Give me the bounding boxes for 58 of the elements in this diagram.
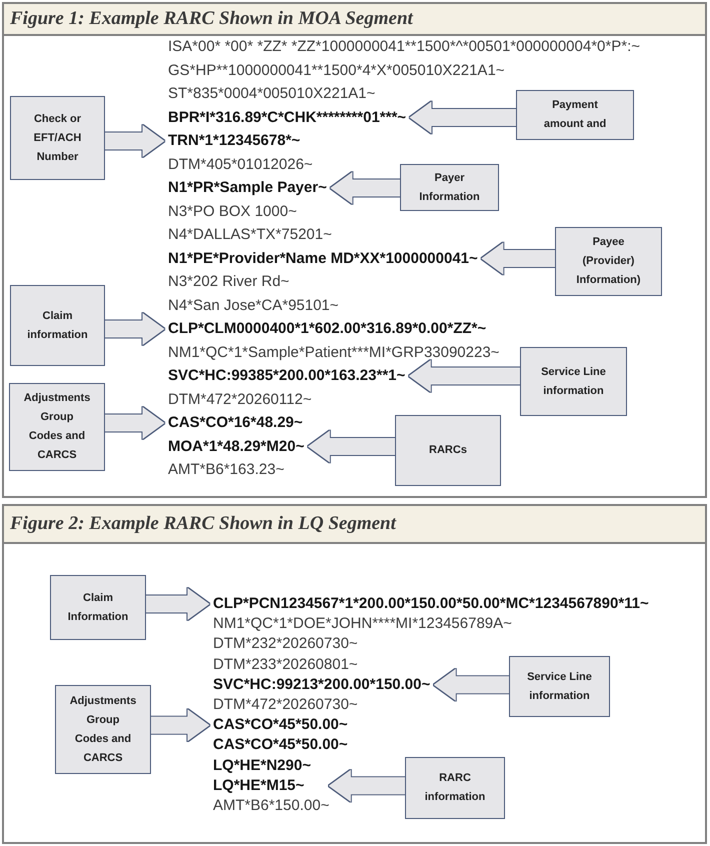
code-line: BPR*I*316.89*C*CHK********01***~: [168, 108, 406, 126]
block-arrow: [410, 102, 516, 134]
code-line: CAS*CO*45*50.00~: [213, 716, 348, 734]
code-line: LQ*HE*N290~: [213, 756, 311, 775]
code-line: N3*PO BOX 1000~: [168, 202, 297, 220]
code-line: MOA*1*48.29*M20~: [168, 438, 304, 456]
block-arrow: [481, 242, 555, 274]
code-line: CLP*PCN1234567*1*200.00*150.00*50.00*MC*1234567890*11~: [213, 595, 649, 613]
code-line: DTM*405*01012026~: [168, 156, 313, 174]
code-line: AMT*B6*150.00~: [213, 797, 330, 815]
callout-box: Claim Information: [50, 575, 146, 640]
block-arrow: [146, 588, 210, 620]
callout-box: Adjustments Group Codes and CARCS: [9, 383, 105, 471]
code-line: N4*San Jose*CA*95101~: [168, 296, 339, 314]
callout-box: Check or EFT/ACH Number: [10, 96, 105, 180]
callout-box: Payee (Provider) Information): [555, 227, 662, 296]
code-line: TRN*1*12345678*~: [168, 132, 300, 150]
code-line: CAS*CO*16*48.29~: [168, 414, 303, 432]
code-line: N4*DALLAS*TX*75201~: [168, 226, 332, 244]
code-line: NM1*QC*1*Sample*Patient***MI*GRP33090223~: [168, 344, 500, 362]
callout-box: RARCs: [395, 415, 501, 486]
code-line: N1*PR*Sample Payer~: [168, 179, 327, 197]
callout-box: Payer Information: [400, 164, 499, 211]
block-arrow: [408, 360, 520, 392]
block-arrow: [308, 430, 395, 462]
code-line: N1*PE*Provider*Name MD*XX*1000000041~: [168, 250, 478, 268]
figure-panel: [2, 504, 707, 844]
figure-heading: Figure 1: Example RARC Shown in MOA Segment: [4, 4, 705, 36]
code-line: DTM*232*20260730~: [213, 635, 358, 654]
callout-box: RARC information: [405, 757, 505, 819]
code-line: DTM*472*20260730~: [213, 696, 358, 714]
block-arrow: [434, 668, 509, 701]
code-line: SVC*HC:99213*200.00*150.00~: [213, 676, 430, 694]
block-arrow: [328, 770, 405, 802]
callout-box: Service Line information: [520, 347, 627, 416]
figure-panel: [2, 2, 707, 498]
code-line: ST*835*0004*005010X221A1~: [168, 85, 376, 103]
code-line: AMT*B6*163.23~: [168, 461, 284, 479]
code-line: CLP*CLM0000400*1*602.00*316.89*0.00*ZZ*~: [168, 320, 486, 338]
block-arrow: [105, 407, 164, 439]
code-line: NM1*QC*1*DOE*JOHN****MI*123456789A~: [213, 615, 512, 634]
code-line: N3*202 River Rd~: [168, 273, 290, 291]
code-line: GS*HP**1000000041**1500*4*X*005010X221A1~: [168, 62, 505, 80]
code-line: CAS*CO*45*50.00~: [213, 736, 348, 754]
callout-box: Adjustments Group Codes and CARCS: [55, 685, 151, 774]
code-line: DTM*472*20260112~: [168, 390, 312, 408]
callout-box: Service Line information: [509, 656, 610, 717]
block-arrow: [105, 125, 164, 157]
code-line: DTM*233*20260801~: [213, 656, 358, 674]
callout-box: Payment amount and: [516, 90, 634, 140]
block-arrow: [151, 709, 210, 742]
figure-heading: Figure 2: Example RARC Shown in LQ Segment: [4, 506, 705, 544]
code-line: LQ*HE*M15~: [213, 776, 304, 795]
block-arrow: [105, 313, 164, 345]
code-line: SVC*HC:99385*200.00*163.23**1~: [168, 367, 406, 385]
code-line: ISA*00* *00* *ZZ* *ZZ*1000000041**1500*^*00501*000000004*0*P*:~: [168, 38, 640, 56]
block-arrow: [330, 172, 400, 204]
callout-box: Claim information: [10, 285, 105, 366]
